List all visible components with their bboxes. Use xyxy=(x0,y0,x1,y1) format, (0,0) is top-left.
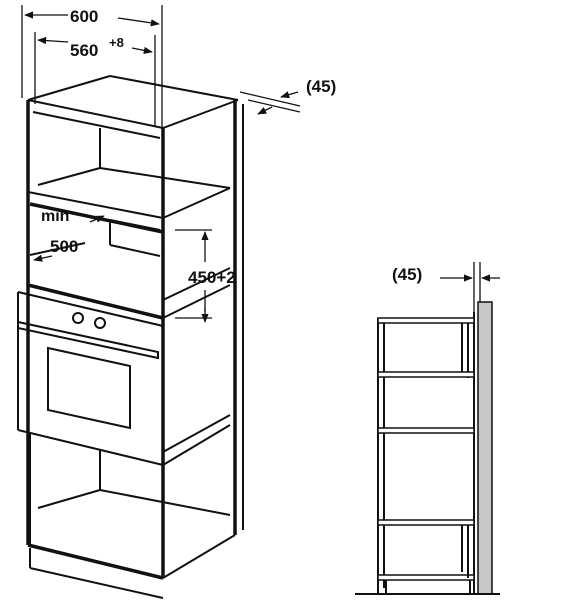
oven-knob-left-icon xyxy=(72,312,84,324)
rear-gap-side-label: (45) xyxy=(392,265,422,284)
dimension-niche-height: 450+2 xyxy=(175,229,236,323)
dimension-rear-gap-side: (45) xyxy=(392,262,500,312)
dimension-overall-width: 600 xyxy=(21,5,163,128)
niche-height-label: 450+2 xyxy=(188,268,236,287)
min-label: min xyxy=(41,208,69,225)
wall xyxy=(477,301,493,595)
side-section-view xyxy=(355,301,500,595)
overall-width-label: 600 xyxy=(70,7,98,26)
oven xyxy=(17,291,231,466)
dimension-rear-gap-main: (45) xyxy=(239,77,336,115)
oven-window xyxy=(47,346,131,430)
tall-cabinet xyxy=(17,75,244,599)
niche-width-label: 560 xyxy=(70,41,98,60)
side-shelves xyxy=(377,317,475,581)
microwave-niche xyxy=(27,219,231,320)
min-depth-label: 500 xyxy=(50,237,78,256)
oven-handle-icon xyxy=(17,320,159,360)
niche-width-tolerance: +8 xyxy=(109,35,124,50)
dimension-min-depth: min 500 xyxy=(33,208,105,262)
lower-compartment xyxy=(27,432,231,580)
rear-gap-main-label: (45) xyxy=(306,77,336,96)
oven-knob-right-icon xyxy=(94,317,106,329)
dimension-niche-width: 560 +8 xyxy=(34,32,156,126)
